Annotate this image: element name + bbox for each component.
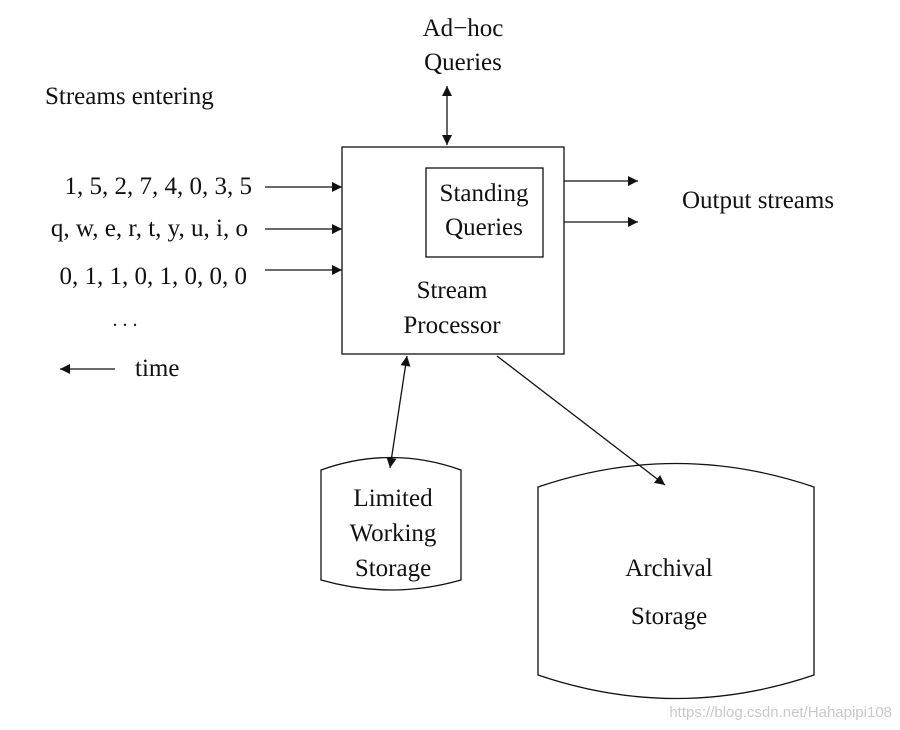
stream-2-label: q, w, e, r, t, y, u, i, o bbox=[51, 215, 248, 242]
processor-label-line2: Processor bbox=[403, 312, 501, 339]
stream-1-label: 1, 5, 2, 7, 4, 0, 3, 5 bbox=[65, 173, 253, 200]
archival-label-line1: Archival bbox=[625, 555, 713, 582]
stream-3-label: 0, 1, 1, 0, 1, 0, 0, 0 bbox=[60, 263, 248, 290]
ellipsis-label: . . . bbox=[113, 309, 138, 331]
processor-label-line1: Stream bbox=[417, 277, 488, 304]
watermark-text: https://blog.csdn.net/Hahapipi108 bbox=[669, 704, 892, 721]
adhoc-label-line2: Queries bbox=[424, 49, 502, 76]
time-label: time bbox=[135, 355, 179, 382]
standing-label-line1: Standing bbox=[440, 180, 529, 207]
working-storage-arrow bbox=[386, 355, 411, 469]
standing-queries-box bbox=[425, 167, 544, 258]
archival-label-line2: Storage bbox=[631, 603, 707, 630]
limited-label-line3: Storage bbox=[355, 555, 431, 582]
limited-storage-cylinder bbox=[320, 456, 462, 591]
adhoc-label-line1: Ad−hoc bbox=[423, 15, 504, 42]
standing-label-line2: Queries bbox=[445, 214, 523, 241]
limited-label-line1: Limited bbox=[353, 485, 433, 512]
output-streams-label: Output streams bbox=[682, 187, 834, 214]
limited-label-line2: Working bbox=[350, 520, 437, 547]
archival-arrow bbox=[496, 355, 666, 486]
streams-entering-label: Streams entering bbox=[45, 83, 214, 110]
archival-storage-cylinder bbox=[537, 462, 815, 700]
